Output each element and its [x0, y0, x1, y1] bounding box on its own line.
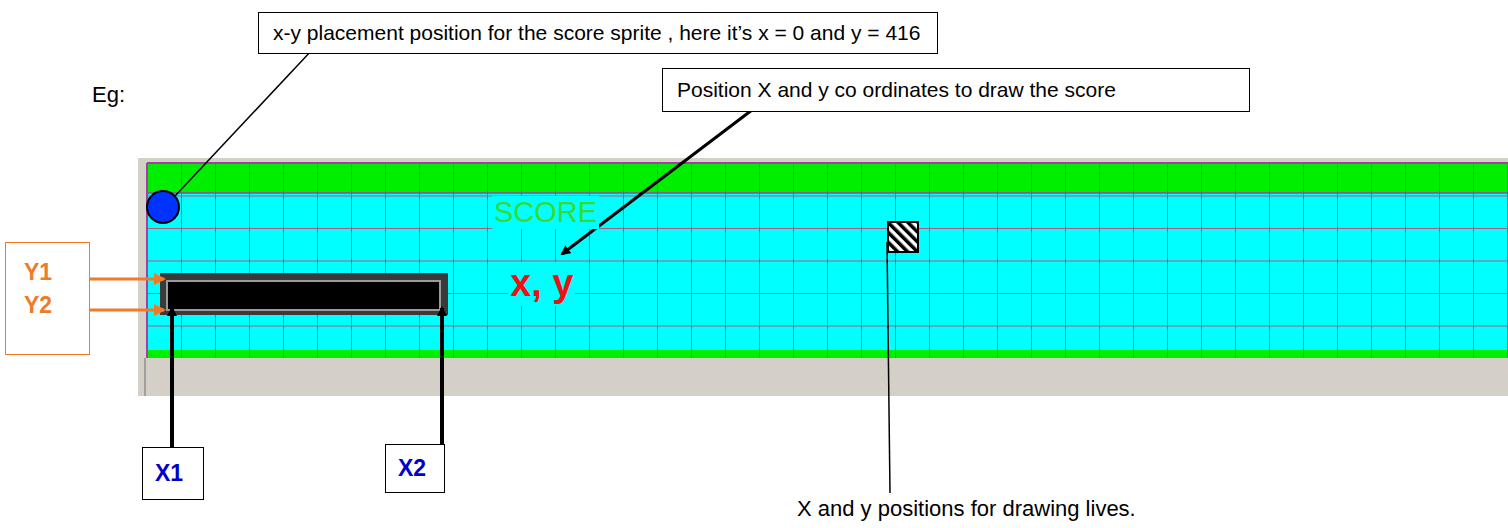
callout-box: Position X and y co ordinates to draw th… — [662, 68, 1250, 112]
box-text: Y1 — [24, 259, 71, 286]
lives-note: X and y positions for drawing lives. — [795, 496, 1138, 521]
axis-label-box: X2 — [385, 444, 445, 493]
example-label: Eg: — [90, 82, 127, 107]
callout-box: x-y placement position for the score spr… — [258, 12, 938, 54]
axis-label-box: Y1Y2 — [5, 242, 90, 355]
box-text: x-y placement position for the score spr… — [273, 21, 923, 45]
box-text: X1 — [155, 460, 191, 487]
score-text: SCORE — [492, 196, 599, 229]
box-text: Position X and y co ordinates to draw th… — [677, 78, 1235, 102]
axis-label-box: X1 — [142, 447, 204, 500]
coordinate-label: x, y — [508, 262, 575, 306]
box-text: X2 — [398, 455, 432, 482]
box-text: Y2 — [24, 292, 71, 319]
